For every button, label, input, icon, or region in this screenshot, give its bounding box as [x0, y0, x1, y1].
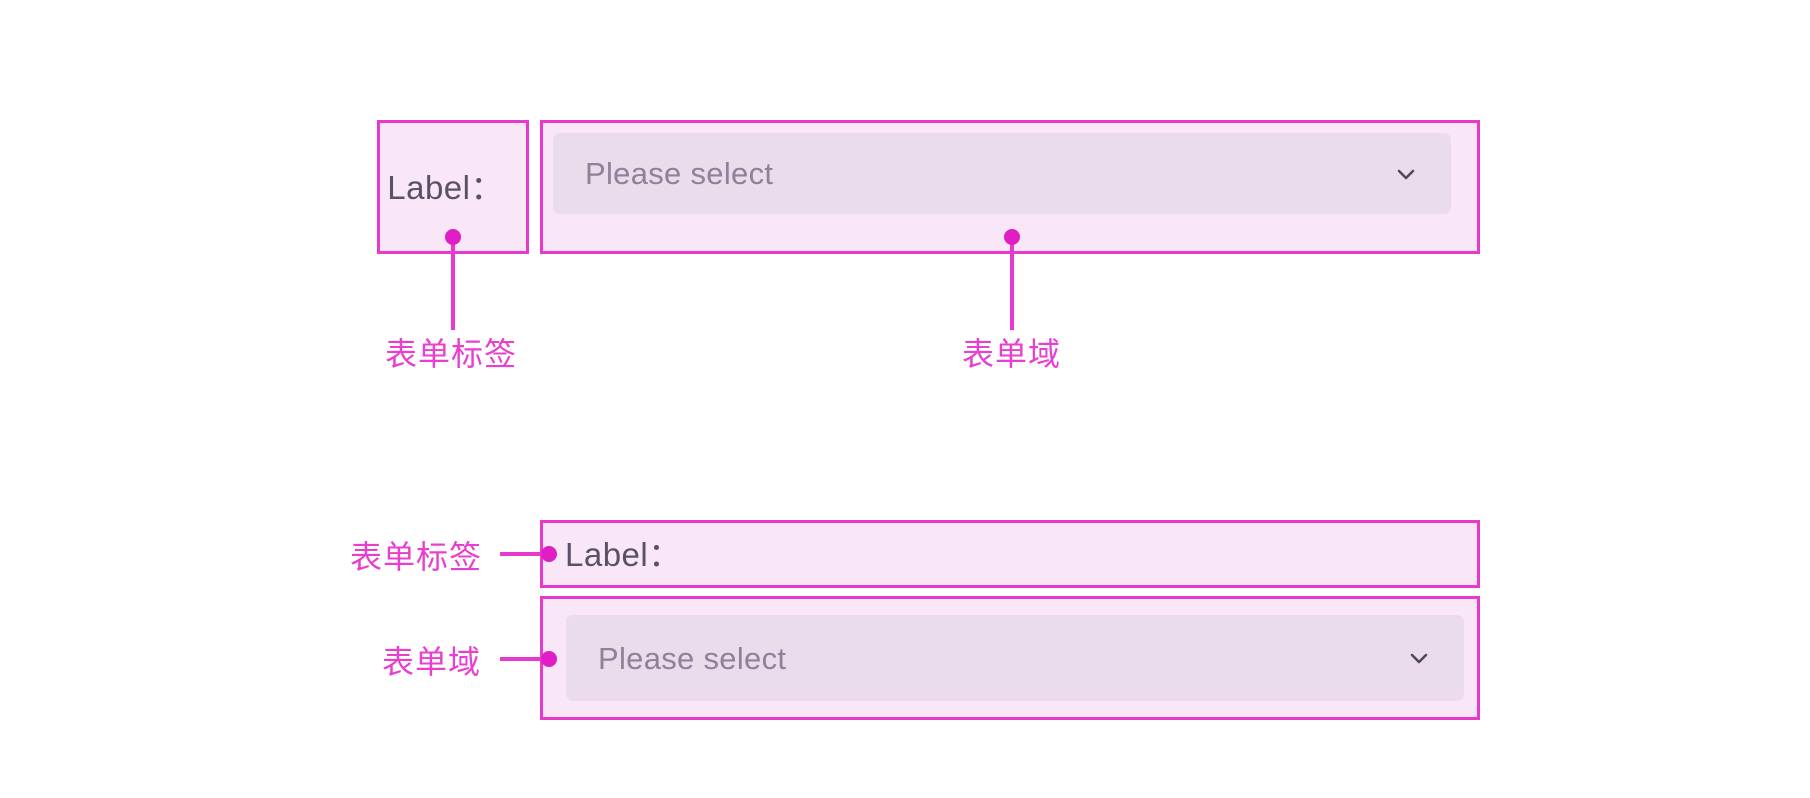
- horizontal-field-annotation: 表单域: [962, 336, 1062, 372]
- horizontal-label-connector-dot: [445, 229, 461, 245]
- chevron-down-icon[interactable]: [1404, 643, 1434, 673]
- vertical-field-annotation: 表单域: [382, 644, 482, 680]
- chevron-down-icon[interactable]: [1391, 159, 1421, 189]
- horizontal-select-control[interactable]: Please select: [553, 133, 1451, 214]
- horizontal-label-text: Label：: [387, 168, 504, 206]
- horizontal-label-connector-line: [451, 236, 455, 330]
- horizontal-field-connector-dot: [1004, 229, 1020, 245]
- vertical-label-connector-dot: [541, 546, 557, 562]
- horizontal-field-connector-line: [1010, 236, 1014, 330]
- horizontal-label-annotation: 表单标签: [385, 336, 518, 372]
- vertical-select-placeholder: Please select: [598, 640, 787, 676]
- vertical-select-control[interactable]: Please select: [566, 615, 1464, 701]
- vertical-label-text: Label：: [565, 535, 682, 573]
- vertical-field-connector-line: [500, 657, 546, 661]
- vertical-field-connector-dot: [541, 651, 557, 667]
- vertical-label-cell: Label：: [540, 520, 1480, 588]
- horizontal-select-placeholder: Please select: [585, 156, 774, 191]
- vertical-label-connector-line: [500, 552, 546, 556]
- vertical-label-annotation: 表单标签: [350, 539, 483, 575]
